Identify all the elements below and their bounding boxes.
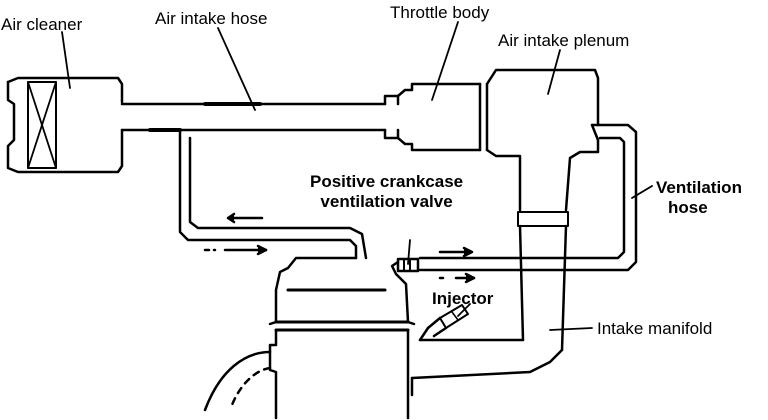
label-pcv-valve-line1: Positive crankcase xyxy=(310,172,464,191)
leader-lines xyxy=(61,21,653,331)
engine-head xyxy=(203,256,416,420)
air-intake-plenum xyxy=(485,68,600,212)
label-throttle-body: Throttle body xyxy=(390,3,490,22)
air-intake-hose xyxy=(120,94,400,140)
throttle-body xyxy=(396,82,489,152)
label-ventilation-hose-line2: hose xyxy=(668,198,708,217)
injector xyxy=(418,304,469,342)
label-air-cleaner: Air cleaner xyxy=(1,15,83,34)
label-intake-manifold: Intake manifold xyxy=(597,319,713,338)
label-ventilation-hose-line1: Ventilation xyxy=(656,178,742,197)
label-ventilation-hose: Ventilation hose xyxy=(656,178,742,218)
air-cleaner xyxy=(6,76,124,174)
label-air-intake-hose: Air intake hose xyxy=(155,9,268,28)
flow-arrows xyxy=(203,212,476,284)
ventilation-hose xyxy=(418,123,638,272)
label-pcv-valve: Positive crankcase ventilation valve xyxy=(310,172,463,212)
label-injector: Injector xyxy=(432,289,494,308)
label-pcv-valve-line2: ventilation valve xyxy=(320,192,453,211)
breather-hose xyxy=(178,128,368,260)
label-air-intake-plenum: Air intake plenum xyxy=(498,31,630,50)
